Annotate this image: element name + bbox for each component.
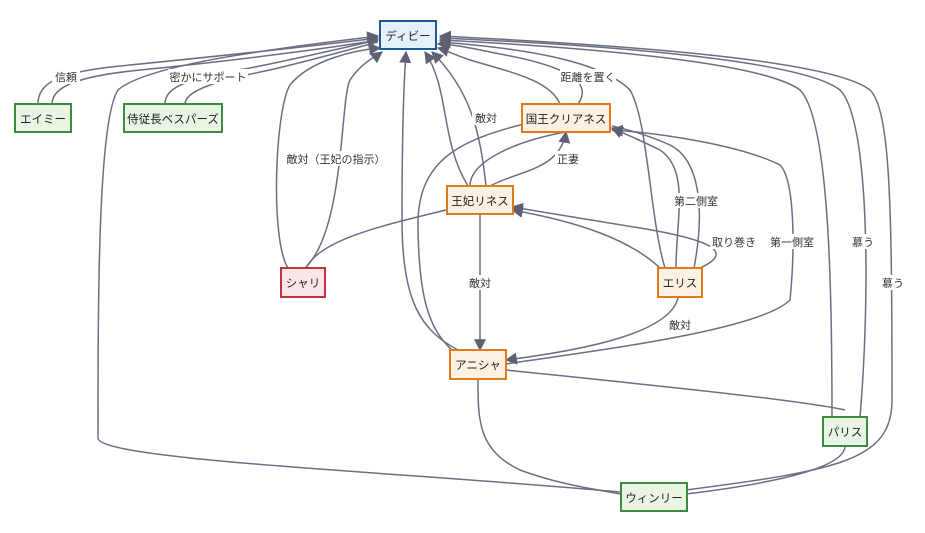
svg-text:慕う: 慕う — [852, 235, 874, 249]
svg-text:アニシャ: アニシャ — [455, 358, 501, 372]
edge-clianes-anisha — [417, 123, 525, 351]
edge-label-hostile-rines: 敵対 — [472, 110, 500, 125]
edge-label-first-consort: 第一側室 — [768, 234, 816, 249]
svg-text:パリス: パリス — [828, 425, 863, 439]
edge-chamberlain-davie — [164, 36, 380, 105]
edge-label-adore-winnie: 慕う — [880, 275, 906, 290]
svg-text:正妻: 正妻 — [557, 153, 579, 166]
edge-shari-davie-2 — [304, 51, 383, 269]
svg-text:敵対: 敵対 — [469, 276, 491, 290]
svg-text:距離を置く: 距離を置く — [561, 70, 616, 84]
svg-text:慕う: 慕う — [882, 276, 904, 290]
node-winnie: ウィンリー — [620, 482, 688, 512]
edge-paris-davie — [438, 34, 833, 418]
edge-label-second-consort: 第二側室 — [672, 193, 720, 208]
svg-text:ディビー: ディビー — [385, 29, 430, 43]
edge-paris-winnie — [685, 445, 846, 495]
edge-label-legal-wife: 正妻 — [555, 151, 581, 166]
node-davie: ディビー — [379, 20, 437, 50]
edge-winnie-davie-left — [97, 31, 621, 493]
edge-amy-davie-2 — [51, 39, 379, 105]
edge-rines-davie-2 — [431, 51, 487, 187]
svg-text:ウィンリー: ウィンリー — [625, 491, 683, 505]
node-clianes: 国王クリアネス — [521, 103, 611, 133]
svg-text:王妃リネス: 王妃リネス — [451, 194, 509, 208]
svg-text:侍従長ベスパーズ: 侍従長ベスパーズ — [127, 112, 219, 126]
svg-text:シャリ: シャリ — [286, 276, 321, 290]
svg-text:敵対: 敵対 — [475, 111, 497, 125]
edge-label-hostile-eris: 敵対 — [666, 317, 694, 332]
svg-text:国王クリアネス: 国王クリアネス — [526, 112, 607, 126]
edge-clianes-rines — [469, 131, 567, 187]
edge-label-secret-support: 密かにサポート — [168, 69, 248, 84]
edge-amy-davie — [37, 33, 380, 105]
edge-anisha-winnie — [477, 379, 621, 495]
node-shari: シャリ — [280, 267, 326, 298]
edge-label-hostile-queen-order: 敵対（王妃の指示） — [286, 151, 386, 166]
svg-text:エイミー: エイミー — [20, 112, 66, 126]
edge-label-hostile-anisha: 敵対 — [466, 275, 494, 290]
node-paris: パリス — [822, 416, 868, 447]
edge-label-entourage: 取り巻き — [710, 234, 758, 249]
svg-text:第二側室: 第二側室 — [674, 194, 718, 208]
edge-eris-davie — [438, 36, 666, 269]
svg-text:エリス: エリス — [663, 276, 698, 290]
node-amy: エイミー — [14, 103, 72, 133]
edge-clianes-davie-2 — [436, 38, 584, 105]
edge-anisha-davie — [399, 50, 459, 351]
edge-label-adore-paris: 慕う — [850, 234, 876, 249]
svg-text:信頼: 信頼 — [55, 71, 77, 84]
edge-paris-davie-2 — [438, 32, 867, 418]
edge-shari-davie — [275, 42, 382, 269]
node-rines: 王妃リネス — [446, 185, 514, 215]
node-chamberlain: 侍従長ベスパーズ — [123, 103, 223, 133]
node-eris: エリス — [657, 267, 703, 298]
edge-rines-clianes — [489, 130, 571, 187]
svg-text:敵対: 敵対 — [669, 318, 691, 332]
edge-label-distance: 距離を置く — [560, 69, 616, 84]
edge-shari-rines — [305, 209, 447, 269]
node-anisha: アニシャ — [449, 349, 507, 380]
edge-eris-rines-2 — [510, 205, 661, 269]
edge-eris-clianes — [610, 127, 680, 269]
svg-text:敵対（王妃の指示）: 敵対（王妃の指示） — [287, 152, 386, 166]
edge-chamberlain-davie-2 — [184, 41, 379, 105]
edge-clianes-davie — [436, 45, 561, 105]
edge-eris-rines — [510, 202, 717, 269]
edge-label-trust: 信頼 — [52, 69, 80, 84]
edge-eris-anisha — [504, 297, 679, 365]
svg-text:取り巻き: 取り巻き — [712, 236, 756, 249]
svg-text:密かにサポート: 密かにサポート — [170, 70, 247, 84]
svg-text:第一側室: 第一側室 — [770, 235, 814, 249]
edge-rines-davie — [424, 50, 469, 187]
edge-winnie-davie — [438, 30, 893, 491]
edge-anisha-paris — [505, 369, 846, 411]
